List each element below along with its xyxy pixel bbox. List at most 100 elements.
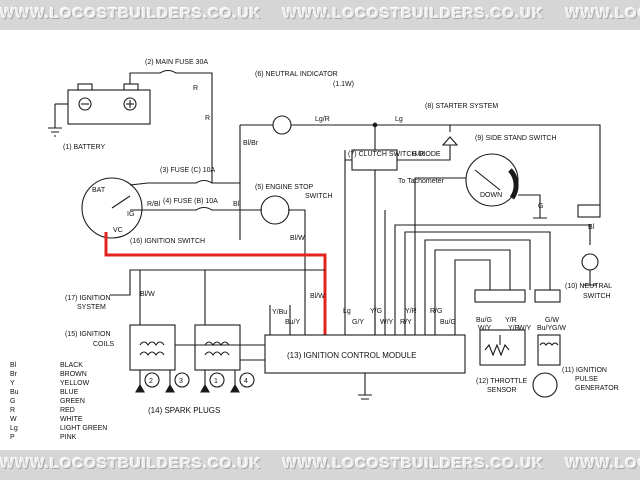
wire-label: Bl/W (140, 291, 155, 298)
spark-plug-icon (200, 383, 210, 393)
wire-label: R/Y (400, 319, 412, 326)
label-icm: (13) IGNITION CONTROL MODULE (287, 351, 417, 360)
legend-name: WHITE (60, 416, 83, 423)
watermark-band-top: WWW.LOCOSTBUILDERS.CO.UK WWW.LOCOSTBUILD… (0, 0, 640, 30)
label-ignition-system-2: SYSTEM (77, 304, 106, 311)
pulse-rotor (532, 372, 558, 398)
throttle-sensor (479, 329, 526, 366)
label-side-stand-switch: (9) SIDE STAND SWITCH (475, 135, 557, 142)
wire-label: Bl/W (290, 235, 305, 242)
spark-plug-icon (135, 383, 145, 393)
label-main-fuse: (2) MAIN FUSE 30A (145, 59, 208, 66)
label-to-tachometer: To Tachometer (398, 178, 444, 185)
pulse-plug (534, 289, 561, 303)
legend-code: Bu (10, 389, 19, 396)
neutral-switch-plug (577, 204, 601, 218)
watermark-item: WWW.LOCOSTBUILDERS.CO.UK (565, 455, 640, 472)
legend-name: BLUE (60, 389, 79, 396)
watermark-text-bottom: WWW.LOCOSTBUILDERS.CO.UK WWW.LOCOSTBUILD… (0, 455, 640, 472)
legend-name: PINK (60, 434, 77, 441)
label-ignition-switch: (16) IGNITION SWITCH (130, 238, 205, 245)
watermark-item: WWW.LOCOSTBUILDERS.CO.UK (282, 5, 545, 22)
label-battery: (1) BATTERY (63, 144, 105, 151)
wire-label: Bu/Y (537, 325, 553, 332)
label-throttle-sensor: (12) THROTTLE (476, 378, 528, 385)
wire-label: G/W (552, 325, 566, 332)
wire-label: W/Y (380, 319, 394, 326)
wire-label: Bl/Br (243, 140, 259, 147)
wiring-diagram: (2) MAIN FUSE 30A (6) NEUTRAL INDICATOR … (10, 59, 619, 441)
wire-label: Y/R (405, 308, 417, 315)
wire-label: W/Y (518, 325, 532, 332)
wire-label: W/Y (478, 325, 492, 332)
plug-numbers: 2 3 1 4 (149, 378, 248, 385)
wire-label: Bl (233, 201, 240, 208)
battery-terminal-neg (77, 83, 93, 91)
wire-label: Bl/W (310, 293, 325, 300)
wire-label: Y/G (370, 308, 382, 315)
legend-code: Bl (10, 362, 17, 369)
legend-name: GREEN (60, 398, 85, 405)
label-neutral-indicator-rating: (1.1W) (333, 81, 354, 88)
color-legend: Bl BLACK Br BROWN Y YELLOW Bu BLUE G GRE… (10, 362, 107, 441)
wire-label: R (205, 115, 210, 122)
label-throttle-sensor-2: SENSOR (487, 387, 517, 394)
legend-name: BROWN (60, 371, 87, 378)
spark-plug-icon (230, 383, 240, 393)
wire-label: R (193, 85, 198, 92)
plug-number: 2 (149, 378, 153, 385)
wires (48, 69, 601, 400)
ignition-coil-2 (194, 324, 241, 371)
wire-label: Lg (395, 116, 403, 123)
label-fuse-b: (4) FUSE (B) 10A (163, 198, 218, 205)
neutral-switch (581, 253, 599, 271)
plug-number: 1 (214, 378, 218, 385)
legend-name: YELLOW (60, 380, 90, 387)
wire-label: Lg (343, 308, 351, 315)
wire-labels: R R Lg/R Lg Bl/Br G/R R/Bl Bl Bl Bl/W Bl… (140, 85, 595, 332)
label-spark-plugs: (14) SPARK PLUGS (148, 406, 220, 415)
label-ignition-coils-2: COILS (93, 341, 114, 348)
legend-name: BLACK (60, 362, 83, 369)
label-engine-stop-2: SWITCH (305, 193, 333, 200)
wire-label: Bu/G (440, 319, 456, 326)
watermark-item: WWW.LOCOSTBUILDERS.CO.UK (0, 5, 262, 22)
label-neutral-switch: (10) NEUTRAL (565, 283, 612, 290)
watermark-band-bottom: WWW.LOCOSTBUILDERS.CO.UK WWW.LOCOSTBUILD… (0, 450, 640, 480)
wire-label: G/R (412, 151, 424, 158)
label-engine-stop: (5) ENGINE STOP (255, 184, 314, 191)
battery-body (67, 89, 151, 125)
neutral-indicator-lamp (272, 115, 292, 135)
pulse-generator (537, 334, 561, 366)
diagram-labels: (2) MAIN FUSE 30A (6) NEUTRAL INDICATOR … (63, 59, 619, 415)
watermark-text-top: WWW.LOCOSTBUILDERS.CO.UK WWW.LOCOSTBUILD… (0, 5, 640, 22)
legend-code: P (10, 434, 15, 441)
legend-code: G (10, 398, 15, 405)
legend-name: LIGHT GREEN (60, 425, 107, 432)
throttle-sensor-plug (474, 289, 526, 303)
watermark-item: WWW.LOCOSTBUILDERS.CO.UK (0, 455, 262, 472)
wire-label: G (538, 203, 543, 210)
label-neutral-indicator: (6) NEUTRAL INDICATOR (255, 71, 338, 78)
wire-label: Bu/Y (285, 319, 301, 326)
plug-number: 3 (179, 378, 183, 385)
wire-label: Y/R (505, 317, 517, 324)
legend-code: Lg (10, 425, 18, 432)
label-ig: IG (127, 211, 134, 218)
spark-plug-icon (165, 383, 175, 393)
legend-code: R (10, 407, 15, 414)
spark-plugs (135, 372, 255, 393)
label-pulse-generator: (11) IGNITION (562, 367, 607, 374)
label-vc: VC (113, 227, 123, 234)
wire-label: G/W (545, 317, 559, 324)
highlight-wire (104, 232, 327, 335)
label-fuse-c: (3) FUSE (C) 10A (160, 167, 216, 174)
wire-label: Bu/G (476, 317, 492, 324)
wire-label: Y/Bu (272, 309, 287, 316)
ignition-coil-1 (129, 324, 176, 371)
wire-label: R/G (430, 308, 442, 315)
label-pulse-generator-3: GENERATOR (575, 385, 619, 392)
wire-label: R/Bl (147, 201, 161, 208)
wire-label: G/Y (352, 319, 364, 326)
wire-label: Bl (588, 224, 595, 231)
